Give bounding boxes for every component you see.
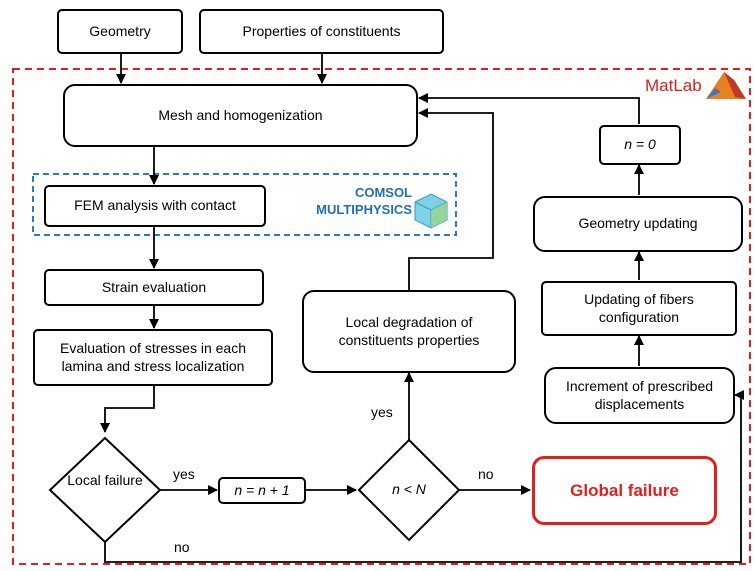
strain-node: Strain evaluation: [44, 269, 264, 306]
displacement-line-2: displacements: [594, 395, 685, 412]
mesh-label: Mesh and homogenization: [158, 106, 323, 123]
local-failure-label: Local failure: [65, 472, 145, 490]
geometry-node: Geometry: [57, 9, 183, 54]
degradation-line-1: Local degradation of: [345, 314, 473, 330]
geometry-updating-label: Geometry updating: [578, 215, 698, 232]
no-label-global: no: [478, 466, 494, 482]
degradation-line-2: constituents properties: [338, 331, 480, 348]
matlab-region: [12, 68, 751, 565]
yes-label-increment: yes: [173, 466, 195, 482]
n-less-N-diamond: [357, 438, 461, 542]
local-failure-diamond: [48, 436, 162, 544]
comsol-label: COMSOL MULTIPHYSICS: [288, 185, 412, 219]
matlab-label: MatLab: [645, 76, 702, 95]
strain-label: Strain evaluation: [101, 278, 207, 295]
geometry-label: Geometry: [89, 22, 151, 39]
comsol-line-1: COMSOL: [354, 185, 412, 200]
properties-label: Properties of constituents: [242, 22, 401, 39]
local-failure-line-2: failure: [104, 472, 143, 488]
n-less-N-label: n < N: [392, 481, 426, 497]
increment-node: n = n + 1: [218, 477, 306, 504]
n-zero-node: n = 0: [599, 125, 681, 165]
geometry-updating-node: Geometry updating: [533, 196, 743, 252]
stress-line-2: lamina and stress localization: [61, 357, 245, 374]
stress-node: Evaluation of stresses in each lamina an…: [33, 329, 273, 386]
fibers-node: Updating of fibers configuration: [541, 281, 737, 336]
global-failure-label: Global failure: [570, 480, 679, 500]
fibers-line-2: configuration: [598, 308, 680, 325]
mesh-node: Mesh and homogenization: [63, 84, 418, 147]
displacement-line-1: Increment of prescribed: [565, 378, 714, 394]
comsol-line-2: MULTIPHYSICS: [316, 201, 412, 217]
stress-line-1: Evaluation of stresses in each: [60, 340, 246, 356]
fibers-line-1: Updating of fibers: [584, 291, 694, 307]
fem-node: FEM analysis with contact: [44, 185, 266, 227]
increment-label: n = n + 1: [234, 481, 290, 498]
local-failure-line-1: Local: [67, 472, 101, 488]
no-label-loop: no: [174, 539, 190, 555]
comsol-cube-icon: [414, 193, 448, 229]
fem-label: FEM analysis with contact: [74, 197, 236, 214]
displacement-node: Increment of prescribed displacements: [544, 367, 735, 424]
yes-label-degradation: yes: [371, 404, 393, 420]
degradation-node: Local degradation of constituents proper…: [302, 290, 516, 373]
n-zero-label: n = 0: [624, 136, 656, 153]
global-failure-node: Global failure: [532, 456, 717, 525]
comsol-region: [32, 173, 457, 236]
matlab-logo-icon: [706, 72, 746, 99]
properties-node: Properties of constituents: [199, 9, 444, 54]
